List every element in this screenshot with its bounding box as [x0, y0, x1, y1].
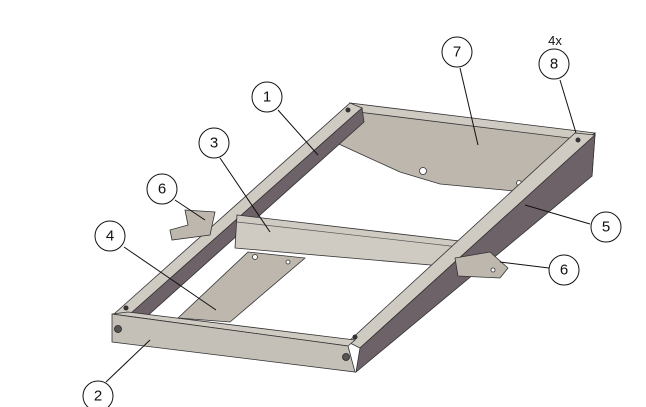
svg-text:6: 6 [560, 262, 568, 279]
svg-text:3: 3 [210, 135, 218, 152]
leader-lines [105, 67, 591, 383]
balloon-5: 5 [590, 211, 622, 243]
svg-text:2: 2 [94, 388, 102, 405]
svg-text:5: 5 [602, 219, 610, 236]
part-6-left-bracket [169, 209, 216, 241]
svg-text:8: 8 [550, 56, 558, 73]
balloon-6-left: 6 [146, 173, 178, 205]
balloon-1: 1 [251, 81, 283, 113]
svg-text:6: 6 [158, 181, 166, 198]
balloon-7: 7 [441, 36, 473, 68]
balloon-2: 2 [82, 380, 114, 407]
svg-text:7: 7 [453, 44, 461, 61]
balloon-8: 8 4x [538, 33, 570, 80]
balloon-4: 4 [94, 220, 126, 252]
quantity-label: 4x [548, 33, 562, 48]
svg-text:1: 1 [263, 89, 271, 106]
hole [419, 167, 427, 175]
svg-text:4: 4 [106, 228, 114, 245]
balloon-3: 3 [198, 127, 230, 159]
part-4-plate [177, 251, 306, 323]
part-2-front-face [111, 313, 356, 373]
balloon-6-right: 6 [548, 254, 580, 286]
